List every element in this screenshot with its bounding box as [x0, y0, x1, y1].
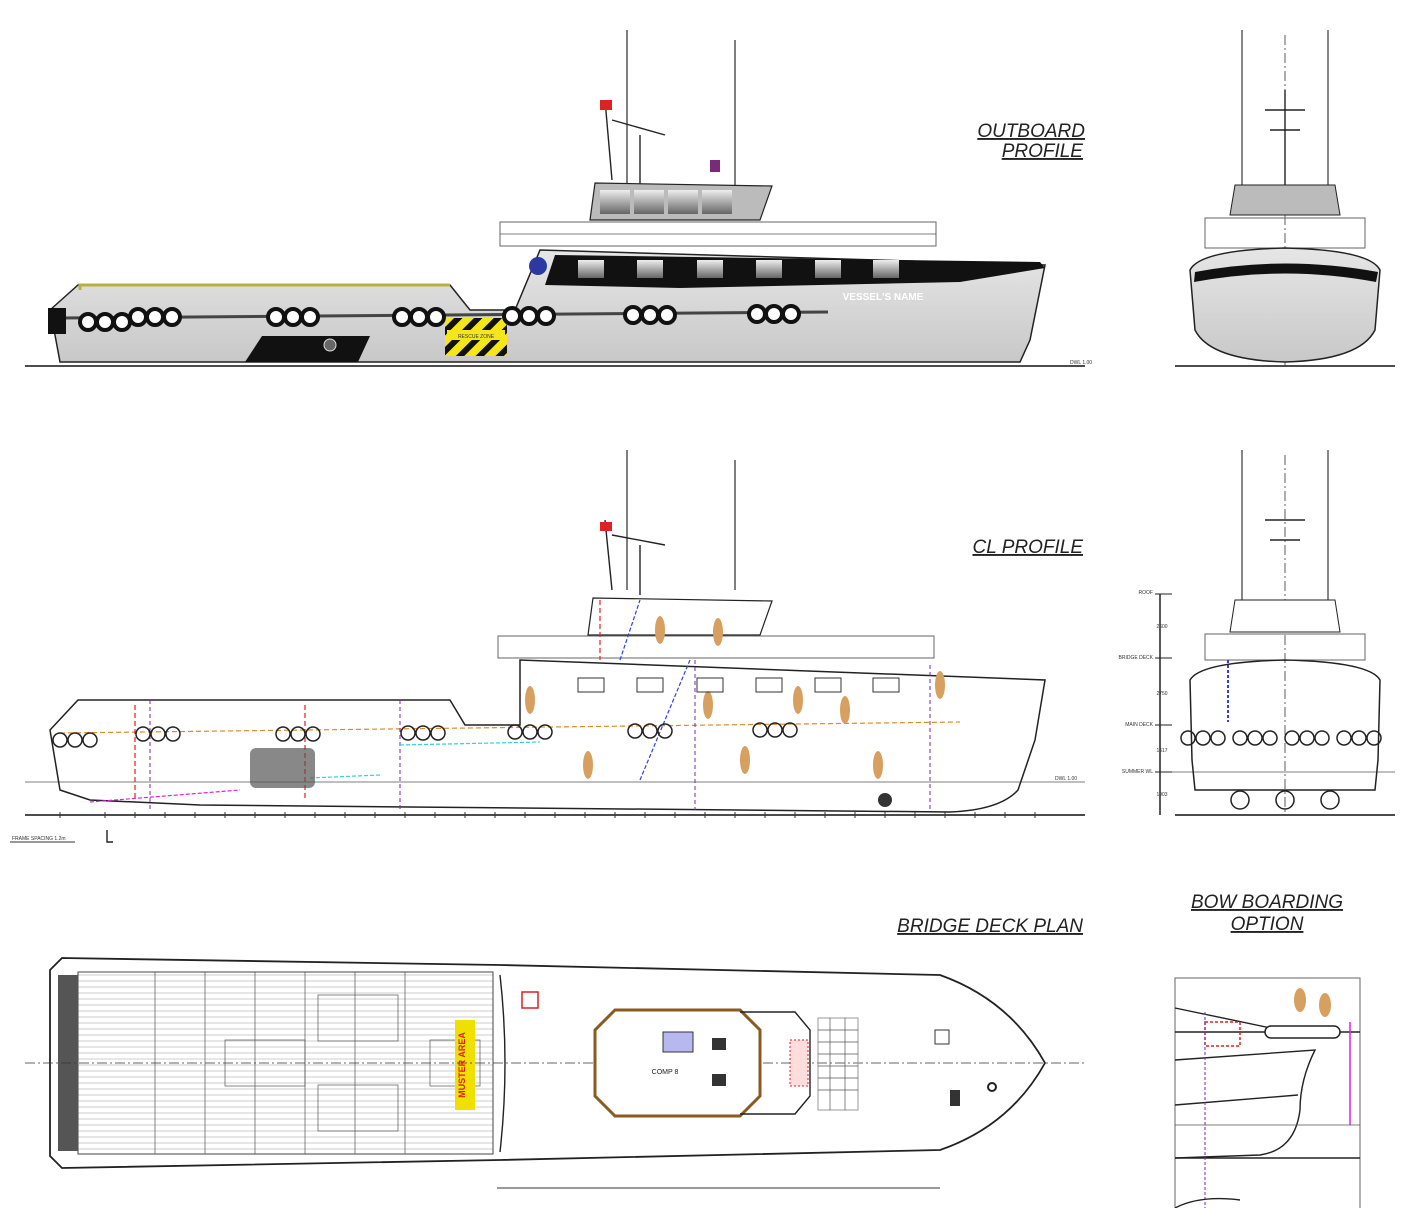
svg-text:MAIN DECK: MAIN DECK [1125, 722, 1153, 728]
person-figures [525, 616, 945, 779]
bow-boarding-title-line2: OPTION [1231, 914, 1304, 935]
stairs [662, 1031, 694, 1053]
vessel-name-label: VESSEL'S NAME [843, 292, 924, 303]
level-roof: ROOF 2600 [1139, 590, 1172, 630]
light-icon [710, 160, 720, 172]
fenders [52, 722, 798, 748]
level-summer-wl: SUMMER WL 1903 [1122, 769, 1172, 798]
engine [250, 748, 315, 788]
rescue-zone-label: RESCUE ZONE [458, 334, 495, 340]
level-main-deck: MAIN DECK 1517 [1125, 722, 1172, 754]
bow-boarding-title-line1: BOW BOARDING [1191, 892, 1343, 913]
svg-text:ROOF: ROOF [1139, 590, 1153, 596]
dwl-label: DWL 1.00 [1055, 776, 1077, 782]
muster-area [455, 1020, 475, 1110]
svg-text:BRIDGE DECK: BRIDGE DECK [1119, 655, 1154, 661]
cl-profile-title: CL PROFILE [972, 537, 1083, 558]
superstructure-band [545, 255, 1045, 288]
bow-thruster [878, 793, 892, 807]
svg-text:1517: 1517 [1156, 748, 1167, 754]
bridge-deck-plan: BRIDGE DECK PLAN MUSTER AREA COMP 8 [25, 916, 1085, 1189]
vent-grille [817, 1017, 859, 1111]
wheelhouse-windows [600, 190, 732, 214]
frame-spacing-label: FRAME SPACING 1.2m [12, 836, 66, 842]
detail-frame [1174, 977, 1361, 1208]
outboard-profile: OUTBOARD PROFILE RESCUE ZON [25, 30, 1092, 367]
deck-outline [49, 957, 1047, 1169]
svg-text:1903: 1903 [1156, 792, 1167, 798]
outboard-front-view [1175, 30, 1395, 367]
hull-outline [49, 659, 1046, 813]
level-bridge-deck: BRIDGE DECK 2750 [1119, 655, 1172, 697]
fenders [48, 304, 801, 334]
bulwark-rail [78, 283, 450, 290]
muster-area-label: MUSTER AREA [457, 1032, 467, 1098]
frame-ticks [59, 812, 1036, 818]
svg-text:2600: 2600 [1156, 624, 1167, 630]
logo-icon [529, 257, 547, 275]
cl-front-view: ROOF 2600 BRIDGE DECK 2750 MAIN DECK 1517 S… [1119, 450, 1395, 816]
radar-mast [604, 99, 666, 185]
bridge-deck-title: BRIDGE DECK PLAN [897, 916, 1083, 937]
dwl-label: DWL 1.00 [1070, 360, 1092, 366]
gangway [1264, 1025, 1341, 1039]
bow-boarding-option: BOW BOARDING OPTION [1174, 892, 1361, 1208]
outboard-title-line2: PROFILE [1002, 141, 1084, 162]
comp-label: COMP 8 [652, 1069, 679, 1076]
cl-profile: CL PROFILE [10, 450, 1085, 843]
svg-text:SUMMER WL: SUMMER WL [1122, 769, 1153, 775]
side-windows [578, 260, 899, 278]
svg-text:2750: 2750 [1156, 691, 1167, 697]
propulsors [1230, 790, 1340, 810]
outboard-title-line1: OUTBOARD [977, 121, 1085, 142]
fenders [1180, 730, 1382, 746]
flag-icon [600, 100, 612, 110]
wheelhouse-plan [593, 1008, 762, 1118]
hull-cutout [245, 336, 370, 362]
